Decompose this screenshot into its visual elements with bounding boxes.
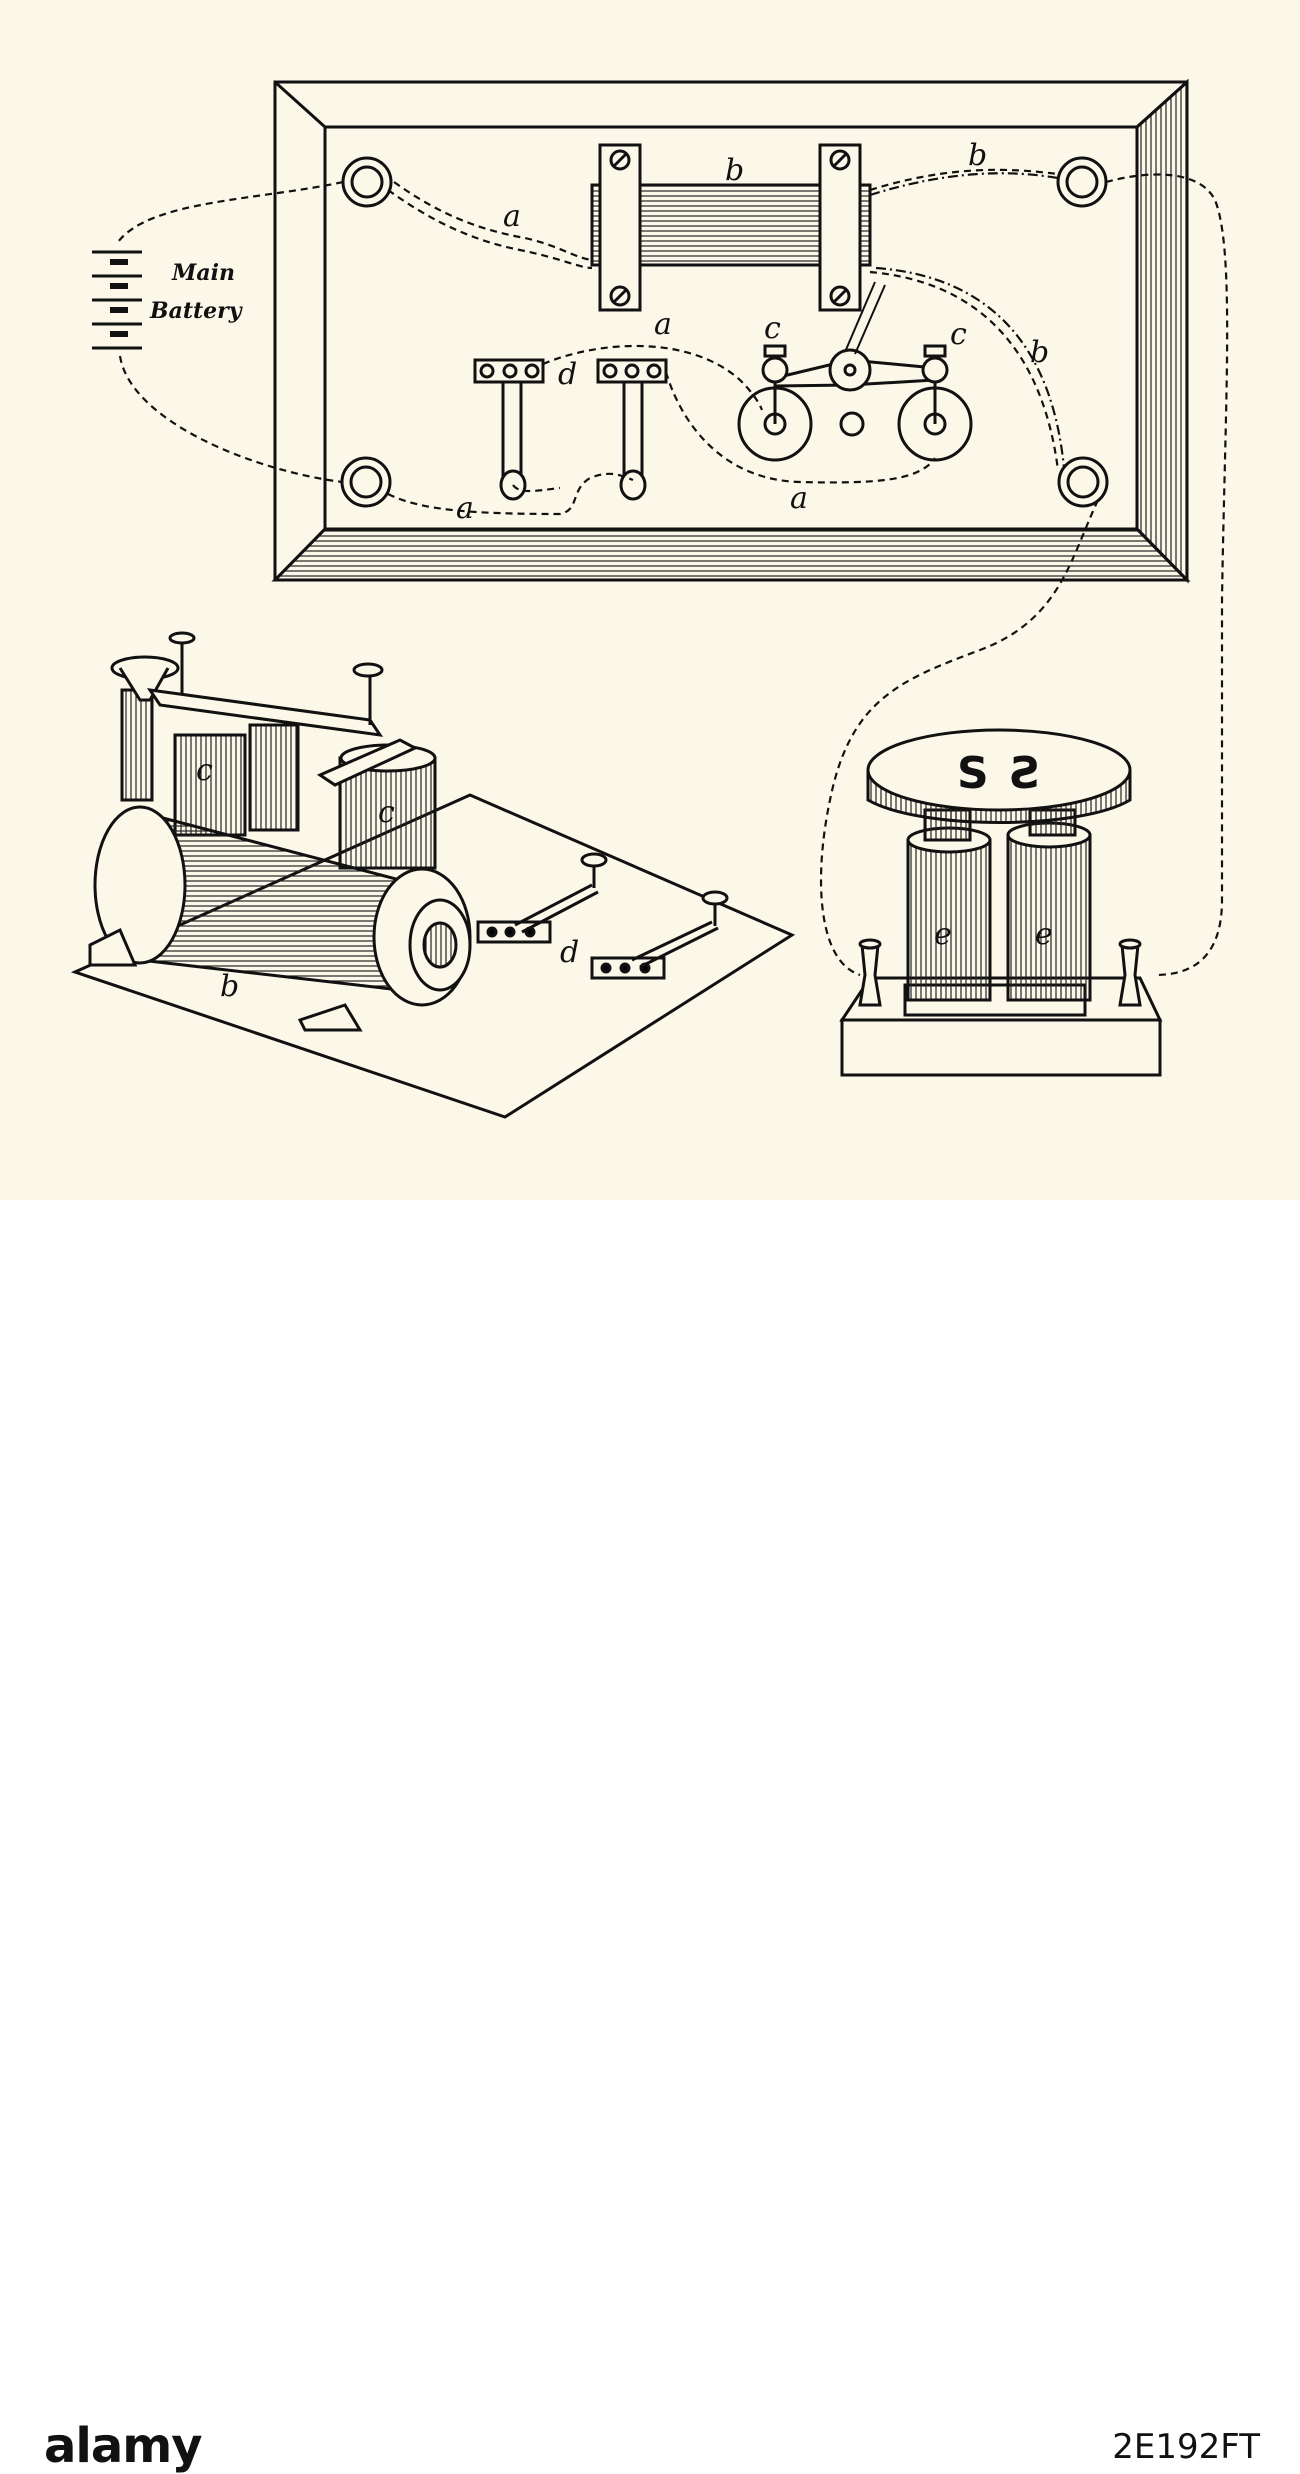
stock-footer-bar: alamy 2E192FT: [0, 1200, 1300, 2474]
label-a-wire-middle: a: [654, 307, 672, 342]
image-id: 2E192FT: [1112, 2427, 1260, 2467]
label-a-wire-bottom-left: a: [456, 491, 474, 526]
label-magnet-s-left: S: [957, 748, 989, 799]
main-battery-symbol: [92, 250, 142, 350]
switchboard-panel: [271, 78, 1191, 584]
label-c-contact-right: c: [950, 317, 967, 352]
circuit-wires: [117, 168, 1229, 977]
label-d-keys-bottom: d: [560, 935, 579, 970]
label-e-magnet-left: e: [934, 917, 952, 952]
label-magnet-s-right: S: [1008, 748, 1040, 799]
telegraph-relay-diagram: b b b a a a a c c d Main Battery c c b d…: [70, 78, 1229, 1119]
label-c-contact-left: c: [764, 311, 781, 346]
relay-coil-top-view: [590, 143, 872, 312]
corner-terminals: [340, 156, 1109, 508]
sounder-magnet: [839, 728, 1163, 1077]
label-b-wire-right: b: [1030, 335, 1049, 370]
label-a-wire-bottom-right: a: [790, 481, 808, 516]
label-e-magnet-right: e: [1035, 917, 1053, 952]
illustration-canvas: b b b a a a a c c d Main Battery c c b d…: [0, 0, 1300, 1200]
label-battery: Battery: [149, 298, 244, 324]
label-b-main-coil: b: [220, 969, 239, 1004]
switch-keys-top-view: [473, 358, 668, 501]
label-b-wire-top: b: [968, 138, 987, 173]
label-b-coil-top: b: [725, 153, 744, 188]
armature-contacts-top-view: [737, 281, 973, 462]
diagram-labels: b b b a a a a c c d Main Battery c c b d…: [149, 138, 1053, 1004]
label-d-keys-top: d: [558, 357, 577, 392]
label-c-coil-left: c: [196, 753, 213, 788]
alamy-logo: alamy: [44, 2418, 203, 2474]
label-a-wire-upper: a: [503, 199, 521, 234]
relay-perspective-view: [70, 631, 796, 1119]
label-main: Main: [171, 260, 235, 286]
label-c-coil-right: c: [378, 795, 395, 830]
